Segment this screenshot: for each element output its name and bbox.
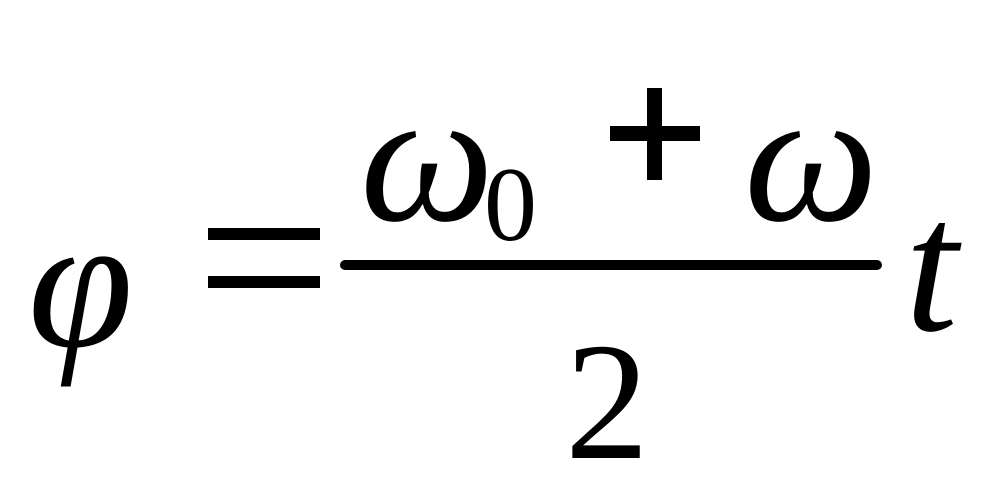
time-variable: t xyxy=(905,162,958,372)
fraction-denominator: 2 xyxy=(565,309,649,495)
subscript-zero: 0 xyxy=(484,146,537,263)
equals-top-bar xyxy=(208,228,320,240)
fraction-bar xyxy=(340,260,882,270)
plus-vertical-stroke xyxy=(647,88,662,180)
equals-bottom-bar xyxy=(208,276,320,288)
omega-symbol: ω xyxy=(360,52,495,262)
phi-symbol: φ xyxy=(28,178,134,388)
omega-symbol-second: ω xyxy=(744,52,879,262)
